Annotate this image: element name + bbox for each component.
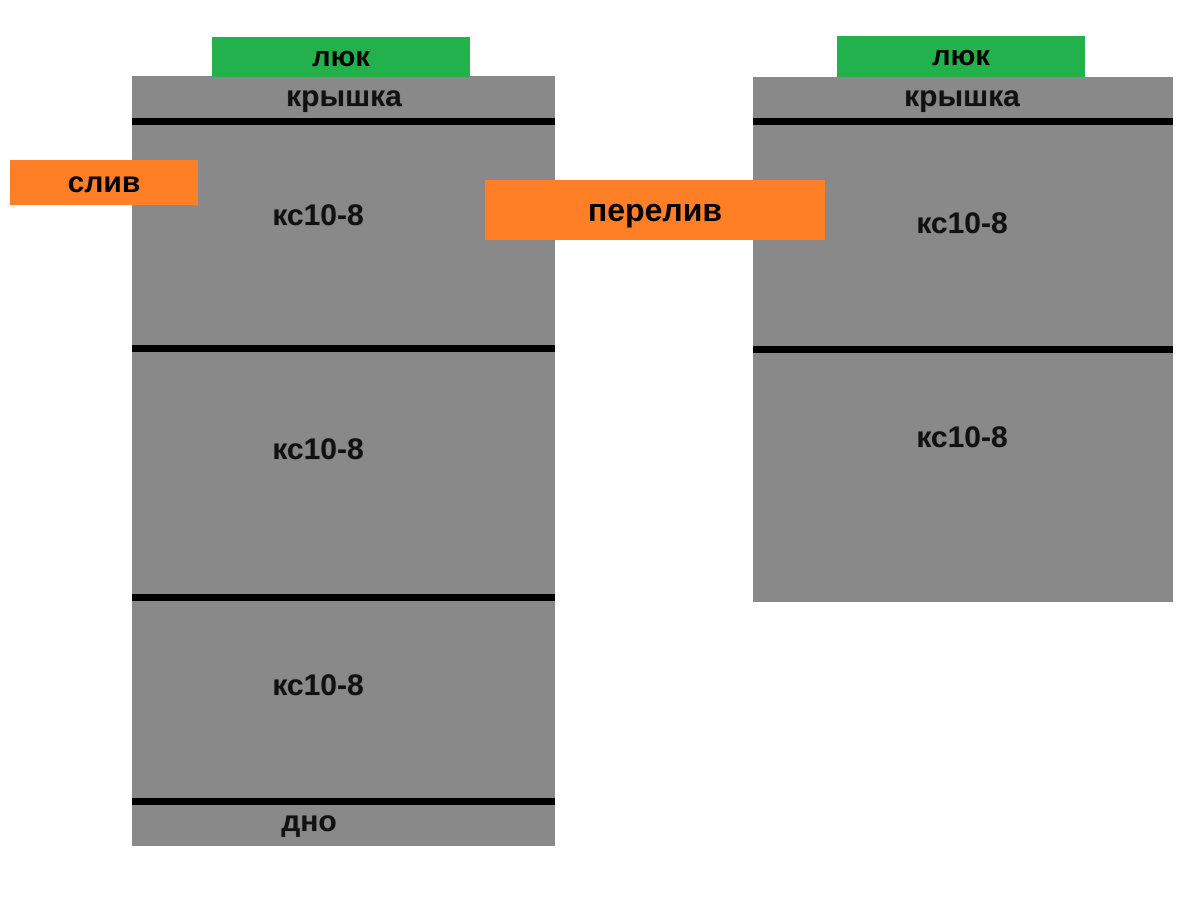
left-tank-label-ring-1: кс10-8 [272, 199, 364, 232]
left-tank-separator-2 [132, 594, 555, 601]
left-tank-separator-bottom [132, 798, 555, 805]
overflow-pipe-label: перелив [587, 192, 723, 228]
drain-pipe-label: слив [67, 165, 141, 199]
left-tank-hatch-label: люк [312, 40, 370, 73]
left-tank-label-bottom: дно [281, 805, 337, 838]
right-tank-separator-1 [753, 346, 1173, 353]
right-tank-separator-lid [753, 118, 1173, 125]
left-tank-label-ring-2: кс10-8 [272, 433, 364, 466]
left-tank-separator-lid [132, 118, 555, 125]
right-tank-label-lid: крышка [904, 80, 1020, 113]
left-tank-hatch-callout[interactable]: люк [212, 37, 470, 77]
left-tank-label-lid: крышка [286, 80, 402, 113]
right-tank-hatch-callout[interactable]: люк [837, 36, 1085, 77]
right-tank-label-ring-2: кс10-8 [916, 421, 1008, 454]
right-tank-label-ring-1: кс10-8 [916, 207, 1008, 240]
left-tank-label-ring-3: кс10-8 [272, 669, 364, 702]
right-tank-hatch-label: люк [932, 40, 990, 72]
drain-pipe-callout[interactable]: слив [10, 160, 198, 205]
left-tank-body [132, 76, 555, 846]
left-tank-separator-1 [132, 345, 555, 352]
right-tank-body [753, 77, 1173, 602]
overflow-pipe-callout[interactable]: перелив [485, 180, 825, 240]
